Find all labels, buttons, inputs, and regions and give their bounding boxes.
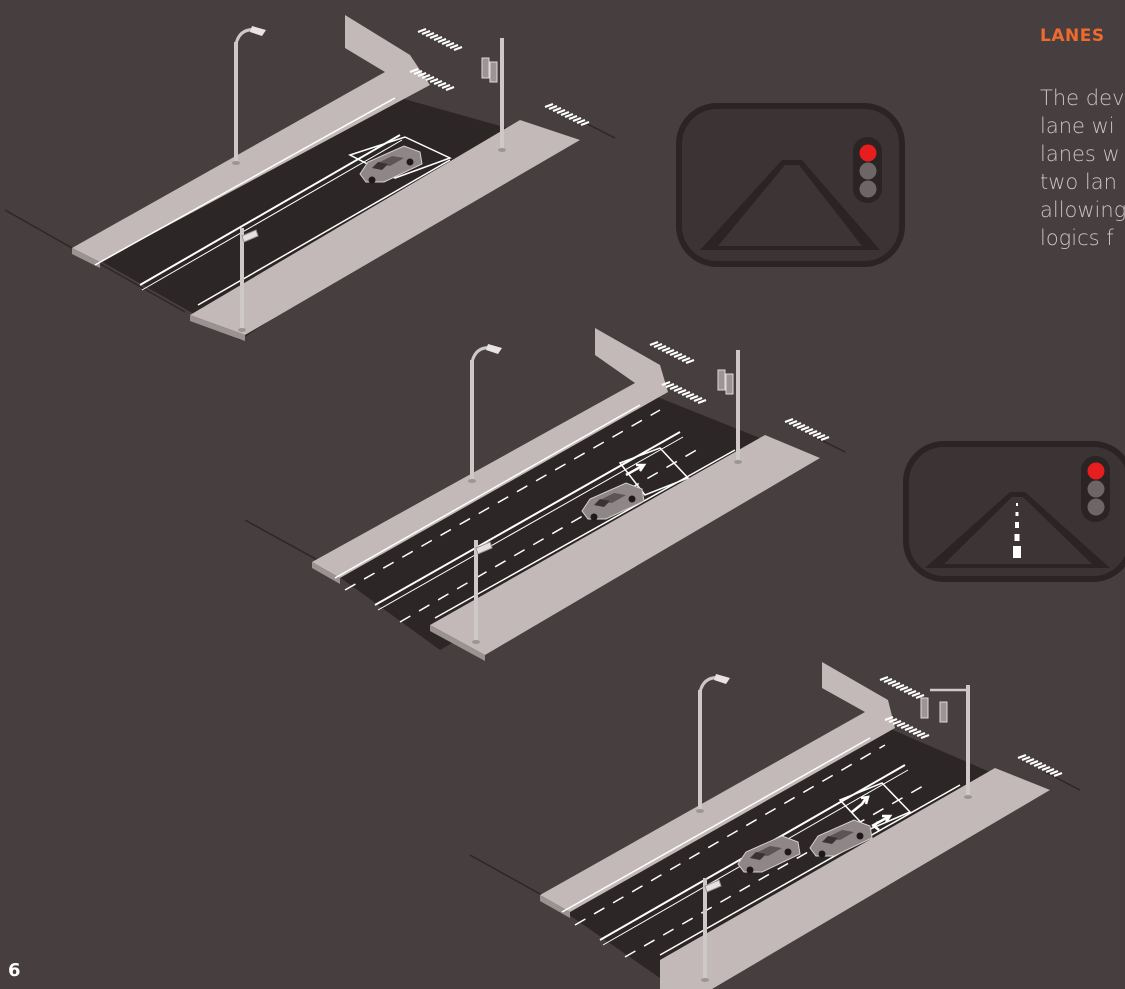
crosswalk	[662, 382, 706, 403]
body-text-line: lane wi	[1040, 114, 1115, 138]
page-number: 6	[8, 960, 21, 981]
intersection-scene-2	[245, 328, 845, 661]
section-heading: LANES	[1040, 26, 1105, 46]
body-text-line: lanes w	[1040, 142, 1120, 166]
body-text-line: allowing	[1040, 198, 1125, 222]
crosswalk	[650, 342, 694, 363]
intersection-scene-1	[5, 15, 615, 341]
signal-red-light	[1088, 463, 1105, 480]
body-text-line: logics f	[1040, 226, 1114, 250]
crosswalk	[545, 104, 589, 125]
crosswalk	[418, 29, 462, 50]
crosswalk	[880, 677, 924, 698]
signal-red-light	[860, 145, 877, 162]
body-text-line: The dev	[1040, 86, 1124, 110]
intersection-scene-3	[470, 662, 1080, 989]
crosswalk	[785, 419, 829, 440]
camera-view-2	[906, 444, 1125, 579]
body-text-line: two lan	[1040, 170, 1117, 194]
crosswalk	[1018, 755, 1062, 776]
camera-view-1	[679, 106, 902, 264]
